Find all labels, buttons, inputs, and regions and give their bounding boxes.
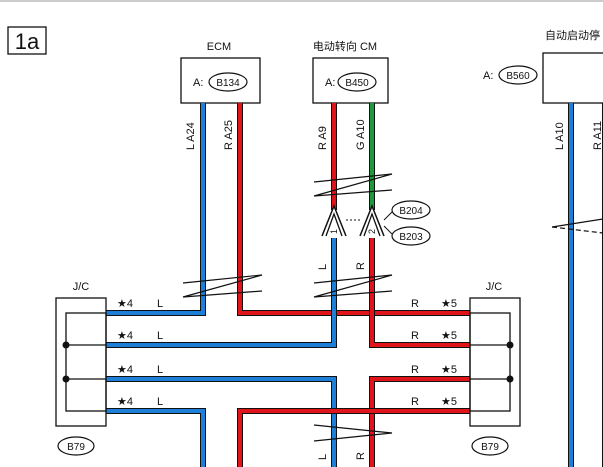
ss-connector-label: B560 <box>506 71 530 82</box>
break-symbol-ss-a <box>551 218 603 228</box>
ecm-connector-label: B134 <box>216 78 240 89</box>
pin2-inner-chevron <box>363 212 381 237</box>
b79-right-label: B79 <box>481 442 499 453</box>
ecm-r-wire <box>238 103 470 315</box>
jc-right-mark-2: ★5 <box>441 330 457 342</box>
b203-leader <box>383 225 393 235</box>
row3-l-wire <box>106 377 336 467</box>
b79-right-oval <box>471 436 509 456</box>
eps-r-lower-wire <box>370 238 470 347</box>
break-symbol-lower <box>313 424 393 442</box>
jc-left-inner-bus <box>65 312 107 412</box>
jc-left-title: J/C <box>73 281 90 293</box>
break-symbol-eps <box>313 274 393 298</box>
jc-right-node-1 <box>506 341 514 349</box>
ss-box <box>542 52 603 104</box>
jc-right-color-3: R <box>411 364 419 376</box>
b204-leader <box>383 211 393 221</box>
break-symbol-ss-b <box>551 226 603 234</box>
mid-r-label: R <box>355 262 367 270</box>
jc-right-inner-bus <box>469 312 511 412</box>
b79-left-label: B79 <box>67 442 85 453</box>
jc-left-mark-2: ★4 <box>117 330 133 342</box>
jc-right-title: J/C <box>486 281 503 293</box>
row3-r-outline <box>369 376 470 467</box>
jc-left-color-3: L <box>157 364 163 376</box>
ss-title: 自动启动停 <box>545 28 600 42</box>
jc-left-color-2: L <box>157 330 163 342</box>
eps-l-lower-outline <box>106 238 337 348</box>
jc-right-color-2: R <box>411 330 419 342</box>
ecm-connector-oval <box>208 72 248 92</box>
row4-l-wire <box>106 409 205 467</box>
break-symbol-ecm <box>182 274 263 298</box>
jc-right-mark-3: ★5 <box>441 364 457 376</box>
ecm-l-label: L A24 <box>185 122 197 150</box>
ss-l-label: L A10 <box>554 122 566 150</box>
break-symbol-top <box>313 173 393 197</box>
jc-left-color-4: L <box>157 396 163 408</box>
ss-r-label: R A11 <box>592 121 603 150</box>
b203-label: B203 <box>399 232 423 243</box>
eps-connector-prefix: A: <box>325 77 335 89</box>
jc-right-color-1: R <box>411 298 419 310</box>
jc-right-color-4: R <box>411 396 419 408</box>
ecm-connector-prefix: A: <box>193 77 203 89</box>
row3-l-outline <box>106 376 337 467</box>
row4-r-wire <box>238 409 470 467</box>
jc-left-mark-1: ★4 <box>117 298 133 310</box>
ss-connector-prefix: A: <box>483 70 493 82</box>
row3-r-wire <box>370 377 470 467</box>
eps-g-label: G A10 <box>355 119 367 150</box>
jc-right-mark-1: ★5 <box>441 298 457 310</box>
eps-connector-oval <box>337 72 377 92</box>
b204-oval <box>391 200 431 220</box>
jc-right-box <box>469 297 521 427</box>
jc-left-node-2 <box>62 375 70 383</box>
pin1-label: 1 <box>329 229 339 234</box>
ecm-title: ECM <box>207 41 231 53</box>
ecm-l-wire <box>106 103 205 315</box>
lower-l-label: L <box>317 454 329 460</box>
pin2-label: 2 <box>367 229 377 234</box>
eps-title: 电动转向 CM <box>313 39 377 53</box>
page-label: 1a <box>15 29 40 54</box>
jc-right-node-2 <box>506 375 514 383</box>
jc-left-node-1 <box>62 341 70 349</box>
jc-left-mark-3: ★4 <box>117 364 133 376</box>
b79-left-oval <box>57 436 95 456</box>
jc-right-mark-4: ★5 <box>441 396 457 408</box>
jc-left-mark-4: ★4 <box>117 396 133 408</box>
mid-l-label: L <box>317 264 329 270</box>
lower-r-label: R <box>355 452 367 460</box>
page-label-box <box>7 26 47 55</box>
eps-l-lower-wire <box>106 238 336 347</box>
b203-oval <box>391 226 431 246</box>
ss-connector-oval <box>498 65 538 85</box>
jc-left-box <box>55 297 107 427</box>
pin1-inner-chevron <box>325 212 343 237</box>
jc-left-color-1: L <box>157 298 163 310</box>
ecm-r-label: R A25 <box>223 120 235 150</box>
eps-connector-label: B450 <box>345 78 369 89</box>
eps-r-label: R A9 <box>317 126 329 150</box>
row4-l-outline <box>106 408 206 467</box>
b204-label: B204 <box>399 206 423 217</box>
